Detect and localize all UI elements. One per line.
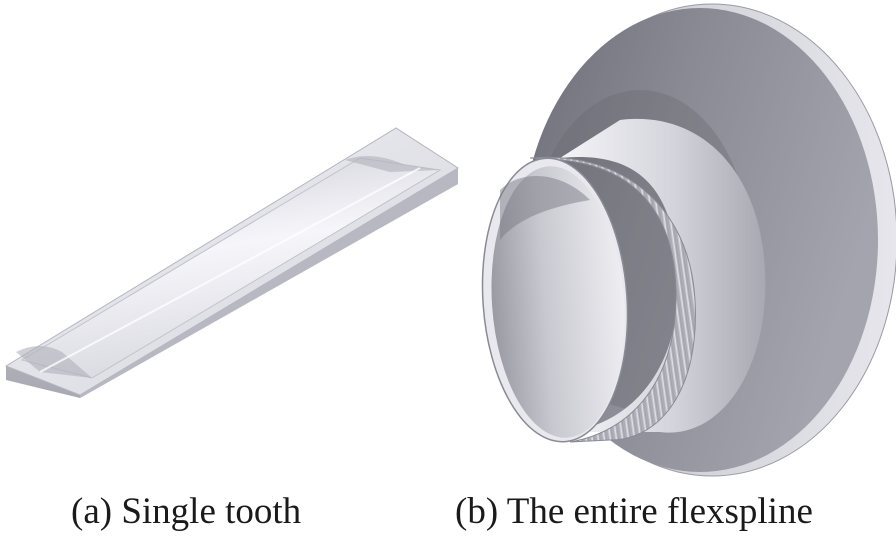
single-tooth-illustration [4, 127, 459, 398]
cylinder-inner-shadow [500, 176, 590, 240]
caption-single-tooth: (a) Single tooth [71, 491, 302, 532]
tooth-groove-end-left [16, 346, 92, 378]
teeth-band [529, 156, 696, 443]
cylinder-inner-surface [491, 166, 625, 438]
cylinder-body [560, 118, 766, 433]
flexspline-illustration [481, 3, 896, 477]
caption-entire-flexspline: (b) The entire flexspline [455, 491, 813, 532]
tooth-end-face [80, 168, 458, 398]
tooth-groove-end-right [345, 156, 440, 172]
tooth-groove-ridge [39, 167, 421, 373]
